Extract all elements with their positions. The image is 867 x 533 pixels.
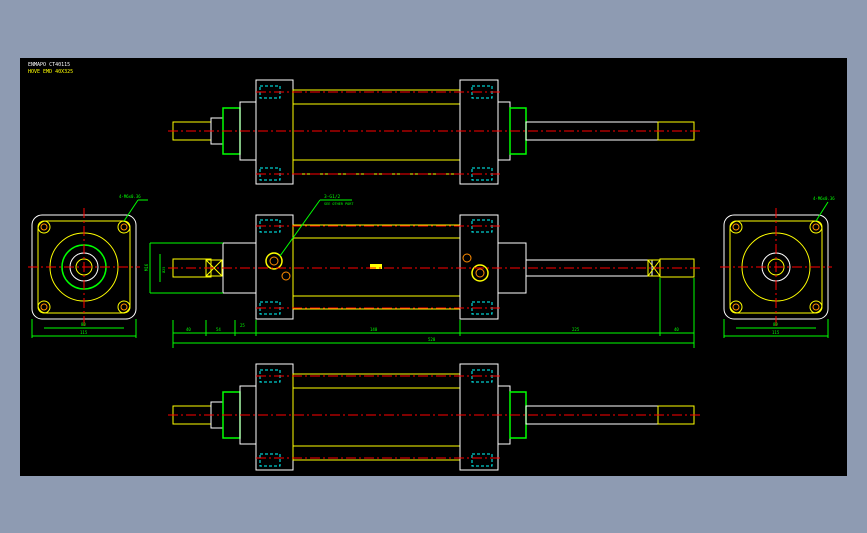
dim-seg1: 40 — [186, 327, 191, 332]
left-corner-hole — [37, 300, 51, 314]
dim-bore-height-label: M16 — [144, 263, 149, 271]
top-view — [168, 79, 700, 185]
left-dim-total-label: 115 — [80, 330, 88, 335]
left-dim-square-label: 80 — [81, 322, 86, 327]
mid-right-rod — [525, 259, 653, 277]
right-dim-total-label: 115 — [772, 330, 780, 335]
mid-port-left-small — [281, 271, 291, 281]
right-corner-hole — [809, 300, 823, 314]
left-corner-hole — [117, 300, 131, 314]
right-corner-hole — [729, 300, 743, 314]
mid-center-mark — [370, 264, 382, 269]
dim-seg6: 40 — [674, 327, 679, 332]
cad-viewport: ENMAPO CT40115 HOVE EMD 40X325 — [20, 58, 847, 476]
left-hole-label: 4-M6x0.36 — [119, 194, 141, 199]
port-leader — [279, 199, 321, 257]
port-note: 3-G1/2 — [324, 194, 341, 200]
dim-overall: 520 — [428, 337, 436, 342]
title-line-2: HOVE EMD 40X325 — [28, 69, 73, 75]
mid-port-left-inner — [269, 256, 279, 266]
bot-barrel — [292, 373, 461, 461]
left-end-view: 4-M6x0.36 80 115 — [28, 194, 148, 338]
right-corner-hole-inner — [812, 223, 820, 231]
right-hole-leader — [815, 201, 829, 222]
mid-port-right-small — [462, 253, 472, 263]
left-corner-hole — [37, 220, 51, 234]
left-corner-hole-inner — [40, 303, 48, 311]
right-corner-hole — [809, 220, 823, 234]
middle-view: 3-G1/2 SEE OTHER PORT — [168, 194, 700, 320]
left-corner-hole-inner — [120, 223, 128, 231]
left-hole-leader — [123, 199, 139, 222]
left-corner-hole-inner — [40, 223, 48, 231]
length-dimensions: M16 Ø25 40 54 25 140 225 40 520 — [144, 242, 695, 348]
left-corner-hole — [117, 220, 131, 234]
right-corner-hole — [729, 220, 743, 234]
mid-left-cap — [255, 214, 294, 320]
bot-hole — [471, 453, 493, 467]
dim-seg2: 54 — [216, 327, 221, 332]
right-end-view: 4-M6x0.36 89 115 — [720, 196, 835, 338]
dim-seg3: 25 — [240, 323, 245, 328]
port-note-2: SEE OTHER PORT — [324, 202, 354, 206]
right-corner-hole-inner — [732, 303, 740, 311]
bottom-view — [168, 363, 700, 471]
cylinder-drawing: ENMAPO CT40115 HOVE EMD 40X325 — [28, 62, 835, 471]
top-barrel — [292, 89, 461, 175]
right-corner-hole-inner — [812, 303, 820, 311]
dim-rod-dia-label: Ø25 — [161, 267, 166, 273]
title-line-1: ENMAPO CT40115 — [28, 62, 70, 68]
right-dim-square-label: 89 — [773, 322, 778, 327]
dim-seg4: 140 — [370, 327, 378, 332]
mid-port-right — [471, 264, 489, 282]
dim-seg5: 225 — [572, 327, 580, 332]
bot-hole — [259, 453, 281, 467]
right-hole-label: 4-M6x0.36 — [813, 196, 835, 201]
mid-port-left — [265, 252, 283, 270]
mid-port-right-inner — [475, 268, 485, 278]
left-corner-hole-inner — [120, 303, 128, 311]
right-corner-hole-inner — [732, 223, 740, 231]
